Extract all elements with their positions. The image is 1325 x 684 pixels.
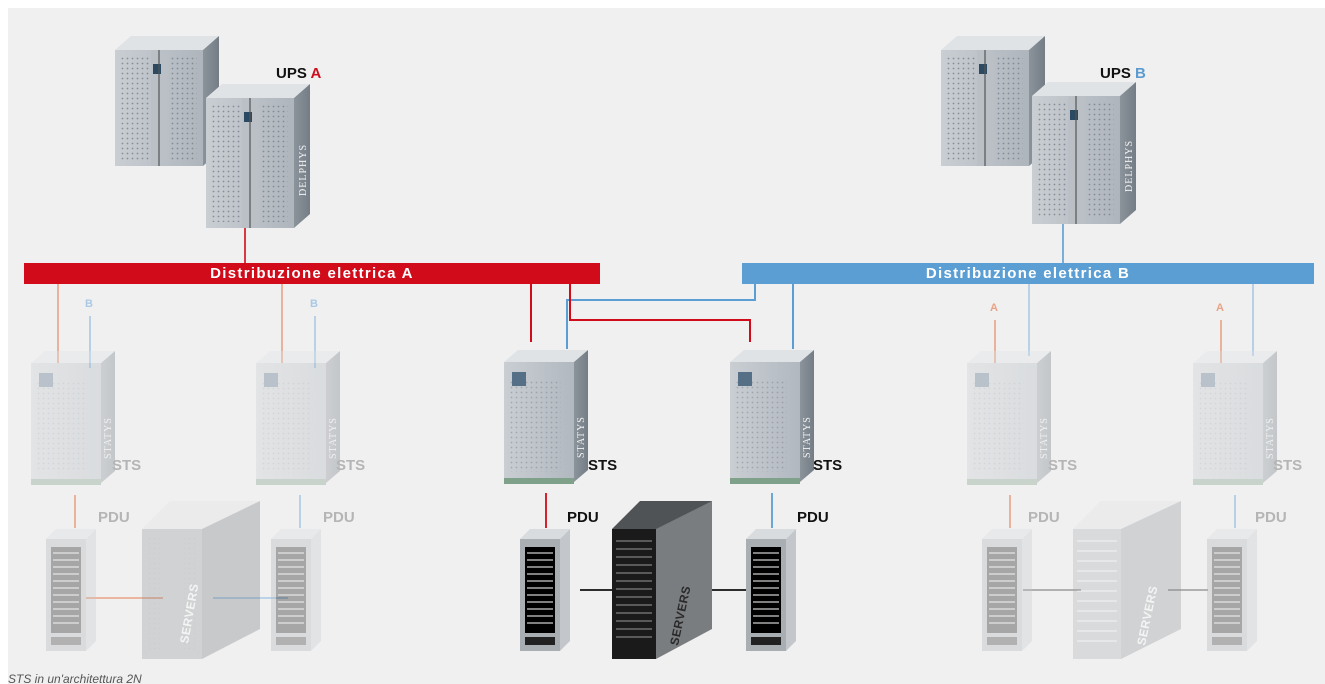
ups-a-label: UPS A	[276, 65, 321, 82]
pdu-rack-6	[1207, 529, 1257, 651]
sts-cabinet-6: STATYS	[1193, 351, 1277, 485]
ups-a-label-letter: A	[310, 65, 322, 82]
pdu-rack-4	[271, 529, 321, 651]
pdu-label: PDU	[567, 509, 599, 526]
distribution-bus-b: Distribuzione elettrica B	[742, 263, 1314, 284]
sts-cabinet-4: STATYS	[256, 351, 340, 485]
ups-brand-label: DELPHYS	[298, 144, 309, 196]
sts-brand-label: STATYS	[576, 416, 587, 458]
ups-b-group: DELPHYS	[941, 36, 1136, 224]
sts-label: STS	[813, 457, 843, 474]
ups-cabinet	[115, 36, 219, 166]
feed-label-a: A	[1216, 302, 1224, 314]
pdu-label: PDU	[1028, 509, 1060, 526]
ups-cabinet: DELPHYS	[1032, 82, 1136, 224]
ups-a-group: DELPHYS	[115, 36, 310, 228]
caption: STS in un'architettura 2N	[8, 672, 142, 684]
ups-cabinet: DELPHYS	[206, 84, 310, 228]
sts-brand-label: STATYS	[328, 417, 339, 459]
server-rack-2: SERVERS	[612, 501, 712, 659]
pdu-label: PDU	[98, 509, 130, 526]
ups-a-label-prefix: UPS	[276, 65, 311, 82]
feed-label-a: A	[990, 302, 998, 314]
pdu-label: PDU	[323, 509, 355, 526]
diagram-canvas: DELPHYS D	[31, 36, 1277, 659]
pdu-rack-3	[746, 529, 796, 651]
sts-cabinet-3: STATYS	[730, 350, 814, 484]
sts-brand-label: STATYS	[1265, 417, 1276, 459]
pdu-rack-1	[46, 529, 96, 651]
pdu-label: PDU	[797, 509, 829, 526]
sts-brand-label: STATYS	[802, 416, 813, 458]
sts-cabinet-2: STATYS	[504, 350, 588, 484]
sts-label: STS	[112, 457, 142, 474]
sts-label: STS	[336, 457, 366, 474]
ups-b-label-prefix: UPS	[1100, 65, 1136, 82]
sts-brand-label: STATYS	[1039, 417, 1050, 459]
pdu-rack-5	[982, 529, 1032, 651]
ups-cabinet	[941, 36, 1045, 166]
ups-b-label: UPS B	[1100, 65, 1146, 82]
sts-label: STS	[1048, 457, 1078, 474]
ups-b-label-letter: B	[1135, 65, 1146, 82]
sts-cabinet-1: STATYS	[31, 351, 115, 485]
server-rack-1: SERVERS	[142, 501, 260, 659]
distribution-bus-a-label: Distribuzione elettrica A	[210, 265, 414, 282]
sts-cabinet-5: STATYS	[967, 351, 1051, 485]
feed-label-b: B	[310, 298, 318, 310]
sts-label: STS	[1273, 457, 1303, 474]
sts-label: STS	[588, 457, 618, 474]
pdu-rack-2	[520, 529, 570, 651]
ups-brand-label: DELPHYS	[1124, 140, 1135, 192]
distribution-bus-a: Distribuzione elettrica A	[24, 263, 600, 284]
pdu-label: PDU	[1255, 509, 1287, 526]
server-rack-3: SERVERS	[1073, 501, 1181, 659]
distribution-bus-b-label: Distribuzione elettrica B	[925, 265, 1131, 282]
feed-b-sts-2	[566, 284, 756, 349]
feed-label-b: B	[85, 298, 93, 310]
feed-a-sts-3	[569, 284, 751, 342]
page: DELPHYS D	[8, 8, 1325, 684]
sts-brand-label: STATYS	[103, 417, 114, 459]
